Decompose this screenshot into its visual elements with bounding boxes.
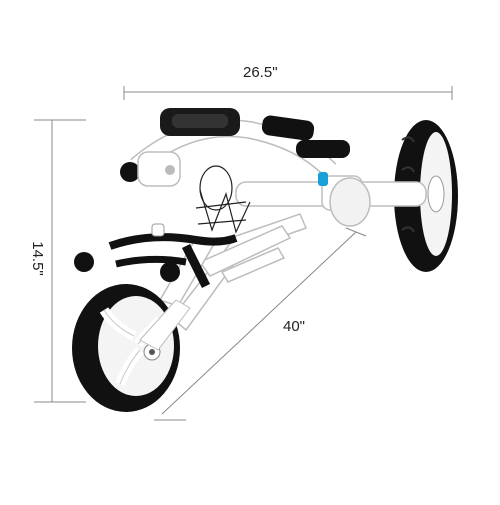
height-dimension-label: 14.5" (28, 241, 46, 276)
storage-net (195, 165, 251, 234)
cart-frame (158, 175, 427, 332)
length-dimension-line (154, 227, 367, 421)
handle-assembly (120, 108, 350, 187)
bag-holder (74, 223, 238, 289)
length-dimension-label: 40" (283, 318, 306, 335)
front-wheel (72, 284, 191, 412)
width-dimension-line (123, 86, 453, 100)
height-dimension-line (34, 119, 86, 403)
width-dimension-label: 26.5" (243, 64, 278, 81)
